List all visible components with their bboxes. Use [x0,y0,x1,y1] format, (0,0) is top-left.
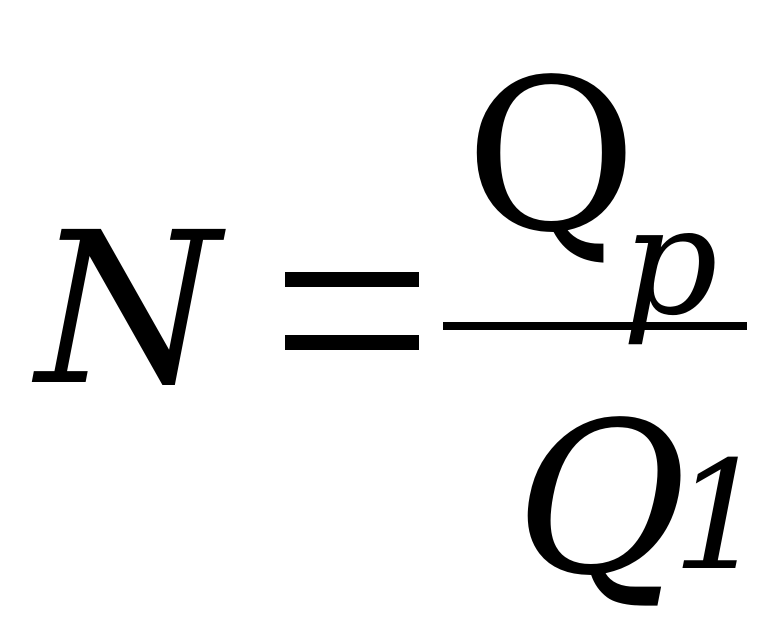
equals-sign [285,272,419,356]
formula-lhs-symbol: N [36,187,220,432]
denominator-subscript: 1 [672,430,768,604]
denominator-symbol: Q [515,377,688,622]
numerator-symbol: Q [465,34,638,279]
equals-bottom-bar [285,335,419,350]
equals-top-bar [285,272,419,287]
numerator-subscript: p [622,175,719,349]
fraction-bar [443,322,747,330]
